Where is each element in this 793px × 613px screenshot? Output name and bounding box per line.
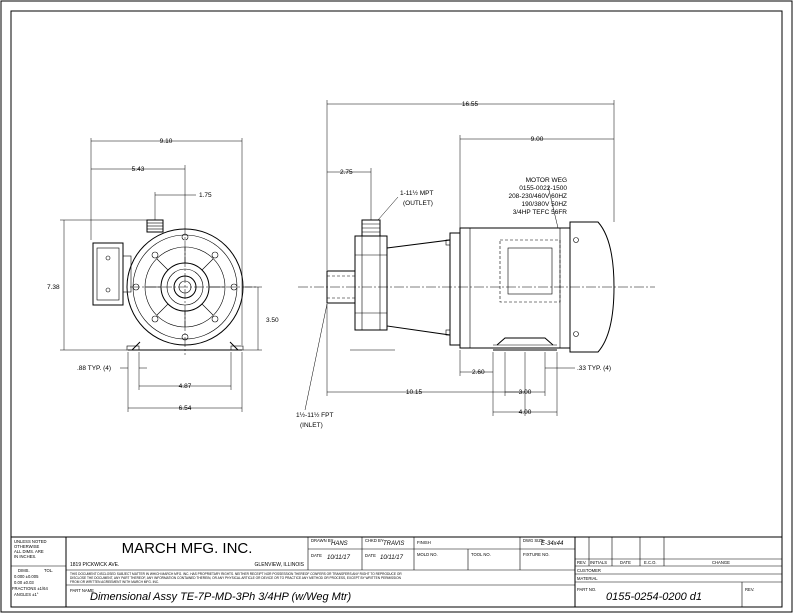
drawn-date-label: DATE: [311, 553, 322, 558]
tol-row-1: 0.000 ±0.005: [14, 574, 39, 579]
drawn-by-label: DRAWN BY: [311, 538, 334, 543]
part-name: Dimensional Assy TE-7P-MD-3Ph 3/4HP (w/W…: [90, 591, 352, 603]
outlet-label: (OUTLET): [403, 200, 433, 207]
chkd-by: TRAVIS: [383, 541, 404, 547]
title-block: UNLESS NOTED OTHERWISE ALL DIMS. ARE IN …: [10, 536, 783, 608]
side-view: [298, 219, 655, 353]
rev-label: REV.: [745, 587, 754, 592]
part-name-label: PART NAME: [70, 588, 94, 593]
chkd-by-label: CHKD BY: [365, 538, 384, 543]
tool-label: TOOL NO.: [471, 552, 491, 557]
motor-note-line-5: 3/4HP TEFC 56FR: [513, 209, 568, 216]
rev-header-rev: REV.: [577, 560, 586, 565]
tol-note-2: OTHERWISE: [14, 544, 39, 549]
inner-border: [10, 10, 783, 608]
customer-label: CUSTOMER: [577, 568, 601, 573]
rev-header-change: CHANGE: [712, 560, 730, 565]
outlet-thread: 1-11½ MPT: [400, 189, 434, 197]
inlet-thread: 1½-11½ FPT: [296, 411, 333, 419]
motor-note-line-4: 190/380V 50HZ: [521, 201, 567, 208]
finish-label: FINISH: [417, 540, 431, 545]
motor-note-line-3: 208-230/460V 60HZ: [508, 193, 567, 200]
front-view-dimensions: 9.10 5.43 1.75 7.38 3.50 .88 TYP. (4) 4.…: [47, 138, 279, 412]
tol-row-2: 0.00 ±0.03: [14, 580, 34, 585]
drawn-date: 10/11/17: [327, 555, 351, 561]
rev-header-eco: E.C.O.: [644, 560, 657, 565]
rev-header-date: DATE: [620, 560, 631, 565]
dim-inlet-to-foot: 10.15: [406, 389, 423, 396]
chkd-date-label: DATE: [365, 553, 376, 558]
dim-suction-offset: 5.43: [132, 166, 145, 173]
dim-motor-foot-hole: .33 TYP. (4): [577, 365, 611, 372]
company-city: GLENVIEW, ILLINOIS: [255, 562, 305, 568]
dim-foot-offset: 2.60: [472, 369, 485, 376]
drawn-by: HANS: [331, 541, 348, 547]
tol-note-1: UNLESS NOTED: [14, 539, 47, 544]
motor-note-line-2: 0155-0022-1500: [519, 185, 567, 192]
dim-foot-hole: .88 TYP. (4): [77, 365, 111, 372]
tol-note-3: ALL DIMS. ARE: [14, 549, 44, 554]
dim-overall-length: 16.55: [462, 101, 479, 108]
chkd-date: 10/11/17: [380, 555, 404, 561]
motor-note-line-1: MOTOR WEG: [526, 177, 567, 184]
mold-label: MOLD NO.: [417, 552, 438, 557]
side-view-dimensions: 16.55 9.00 2.75 1-11½ MPT (OUTLET) MOTOR…: [296, 100, 615, 429]
material-label: MATERIAL: [577, 576, 598, 581]
dim-outlet-offset: 2.75: [340, 169, 353, 176]
dim-discharge-offset: 1.75: [199, 192, 212, 199]
dim-pump-width: 9.10: [160, 138, 173, 145]
dim-overall-height: 7.38: [47, 284, 60, 291]
tol-header-dims: DIMS.: [18, 568, 30, 573]
dwg-size-label: DWG SIZE: [523, 538, 544, 543]
part-no-label: PART NO.: [577, 587, 596, 592]
part-no: 0155-0254-0200 d1: [606, 591, 702, 603]
company-address: 1819 PICKWICK AVE.: [70, 562, 119, 568]
disclaimer-2: DISCLOSE THE DOCUMENT, ANY PART THEREOF,…: [70, 576, 402, 580]
tol-row-4: ANGLES ±1°: [14, 592, 39, 597]
dim-base-width: 6.54: [179, 405, 192, 412]
company-name: MARCH MFG. INC.: [122, 540, 253, 557]
dim-foot-spacing: 4.87: [179, 383, 192, 390]
rev-header-initials: INITIALS: [590, 560, 607, 565]
dwg-size: E-34x44: [541, 541, 564, 547]
tol-row-3: FRACTIONS ±1/64: [12, 586, 48, 591]
tol-note-4: IN INCHES.: [14, 554, 36, 559]
fixture-label: FIXTURE NO.: [523, 552, 550, 557]
dim-motor-foot-spacing: 3.00: [519, 389, 532, 396]
dim-shaft-height: 3.50: [266, 317, 279, 324]
disclaimer-3: FROM OR WRITTEN AGREEMENT WITH MARCH MFG…: [70, 580, 159, 584]
disclaimer-1: THIS DOCUMENT DISCLOSED SUBJECT MATTER I…: [70, 572, 402, 576]
dim-motor-length: 9.00: [531, 136, 544, 143]
inlet-label: (INLET): [300, 422, 323, 429]
dim-motor-base-width: 4.00: [519, 409, 532, 416]
tol-header-tol: TOL.: [44, 568, 53, 573]
front-view: [92, 219, 258, 355]
